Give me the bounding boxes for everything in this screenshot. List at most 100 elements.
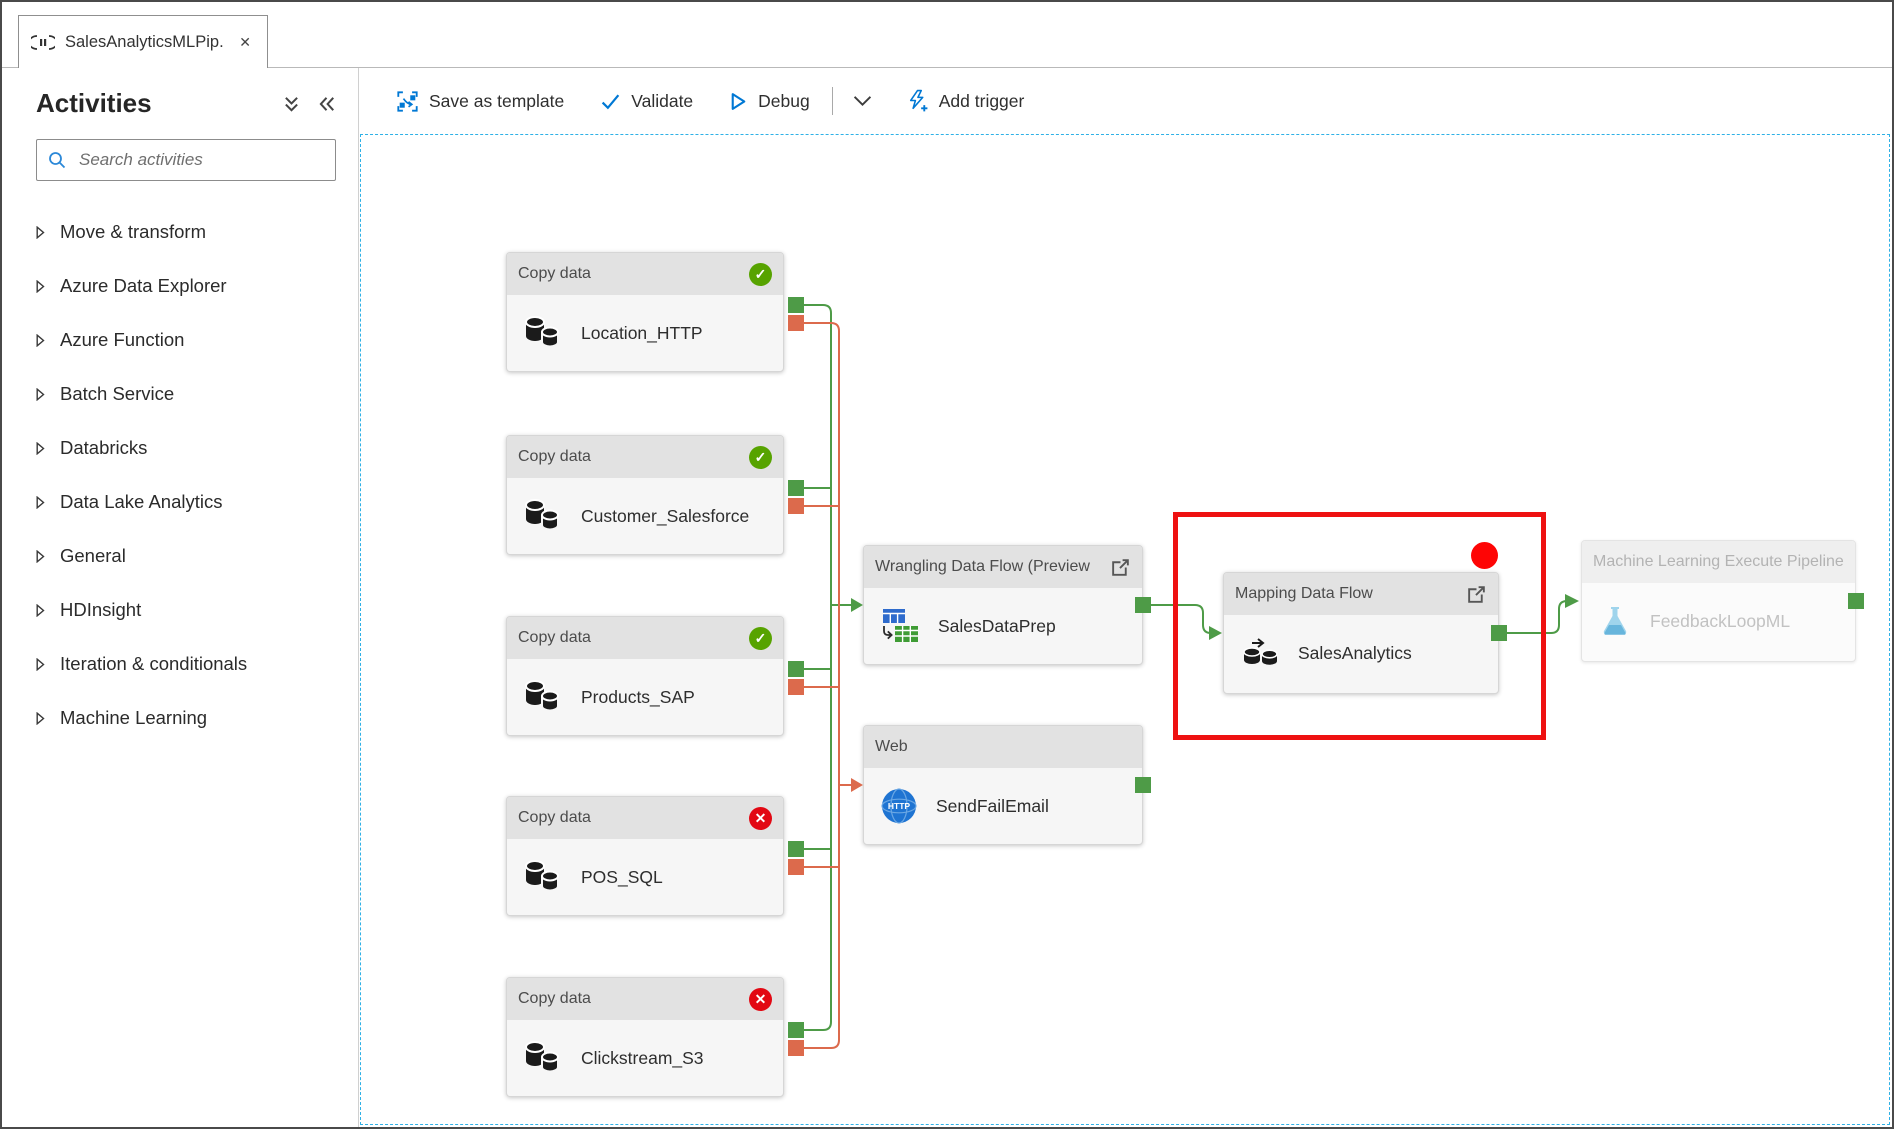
- expander-icon[interactable]: [36, 711, 45, 725]
- collapse-all-icon[interactable]: [282, 95, 301, 113]
- activity-node-feedbackloopml[interactable]: Machine Learning Execute Pipeline Feedba…: [1581, 540, 1856, 662]
- activity-node-salesanalytics[interactable]: Mapping Data Flow SalesAnalytics: [1223, 572, 1499, 694]
- copy-data-icon: [523, 498, 563, 534]
- validate-label: Validate: [631, 90, 694, 111]
- pipeline-canvas[interactable]: Copy data Location_HTTP Copy data Custom…: [360, 134, 1890, 1125]
- debug-button[interactable]: Debug: [729, 91, 810, 112]
- activity-node-customer-salesforce[interactable]: Copy data Customer_Salesforce: [506, 435, 784, 555]
- node-name-label: Products_SAP: [581, 686, 695, 707]
- activity-node-location-http[interactable]: Copy data Location_HTTP: [506, 252, 784, 372]
- node-name-label: SalesAnalytics: [1298, 642, 1412, 663]
- node-header: Copy data: [507, 436, 783, 478]
- node-name-label: FeedbackLoopML: [1650, 610, 1791, 631]
- pipeline-icon: [31, 34, 55, 51]
- sidebar-item-label: Azure Function: [60, 329, 185, 350]
- search-input[interactable]: [77, 149, 325, 171]
- expander-icon[interactable]: [36, 657, 45, 671]
- copy-data-icon: [523, 679, 563, 715]
- add-trigger-button[interactable]: Add trigger: [906, 89, 1025, 113]
- node-type-label: Copy data: [518, 629, 591, 646]
- sidebar-item-label: Data Lake Analytics: [60, 491, 223, 512]
- activity-node-clickstream-s3[interactable]: Copy data Clickstream_S3: [506, 977, 784, 1097]
- sidebar-item-databricks[interactable]: Databricks: [36, 421, 336, 475]
- activity-node-salesdataprep[interactable]: Wrangling Data Flow (Preview SalesDataPr…: [863, 545, 1143, 665]
- save-as-template-label: Save as template: [429, 90, 565, 111]
- copy-data-icon: [523, 859, 563, 895]
- copy-data-icon: [523, 315, 563, 351]
- sidebar-item-label: Move & transform: [60, 221, 206, 242]
- node-type-label: Copy data: [518, 265, 591, 282]
- web-http-icon: HTTP: [880, 787, 918, 825]
- node-name-label: SendFailEmail: [936, 795, 1049, 816]
- activity-node-sendfailemail[interactable]: Web HTTP SendFailEmail: [863, 725, 1143, 845]
- machine-learning-icon: [1598, 604, 1632, 638]
- node-header: Web: [864, 726, 1142, 768]
- node-header: Copy data: [507, 978, 783, 1020]
- search-box: [36, 139, 336, 181]
- sidebar-item-label: Databricks: [60, 437, 148, 458]
- debug-label: Debug: [758, 90, 810, 111]
- sidebar-item-general[interactable]: General: [36, 529, 336, 583]
- status-success-icon: [749, 626, 772, 650]
- wrangling-dataflow-icon: [880, 607, 920, 645]
- node-name-label: Clickstream_S3: [581, 1047, 704, 1068]
- collapse-panel-icon[interactable]: [317, 95, 336, 113]
- status-success-icon: [749, 445, 772, 469]
- open-in-new-icon[interactable]: [1466, 584, 1487, 605]
- sidebar-item-label: General: [60, 545, 126, 566]
- node-header: Mapping Data Flow: [1224, 573, 1498, 615]
- save-as-template-button[interactable]: Save as template: [396, 90, 564, 113]
- status-success-icon: [749, 262, 772, 286]
- sidebar-item-label: HDInsight: [60, 599, 142, 620]
- template-icon: [396, 90, 419, 113]
- activities-panel: Activities Move & transform Azure Data E…: [2, 68, 359, 1127]
- check-icon: [600, 92, 621, 111]
- sidebar-item-azure-data-explorer[interactable]: Azure Data Explorer: [36, 259, 336, 313]
- sidebar-item-label: Iteration & conditionals: [60, 653, 248, 674]
- node-name-label: SalesDataPrep: [938, 615, 1056, 636]
- add-trigger-label: Add trigger: [938, 90, 1025, 111]
- toolbar-divider: [831, 87, 833, 115]
- node-name-label: Customer_Salesforce: [581, 505, 750, 526]
- expander-icon[interactable]: [36, 333, 45, 347]
- node-name-label: Location_HTTP: [581, 322, 703, 343]
- search-icon: [47, 150, 67, 170]
- expander-icon[interactable]: [36, 549, 45, 563]
- node-header: Machine Learning Execute Pipeline: [1582, 541, 1855, 583]
- node-type-label: Web: [875, 738, 908, 755]
- expander-icon[interactable]: [36, 387, 45, 401]
- node-type-label: Mapping Data Flow: [1235, 585, 1373, 602]
- status-error-icon: [749, 987, 772, 1011]
- pipeline-tab[interactable]: SalesAnalyticsMLPip... ✕: [18, 15, 268, 68]
- sidebar-item-move-transform[interactable]: Move & transform: [36, 205, 336, 259]
- status-error-icon: [749, 806, 772, 830]
- activity-node-pos-sql[interactable]: Copy data POS_SQL: [506, 796, 784, 916]
- expander-icon[interactable]: [36, 279, 45, 293]
- sidebar-item-azure-function[interactable]: Azure Function: [36, 313, 336, 367]
- node-type-label: Copy data: [518, 809, 591, 826]
- activity-node-products-sap[interactable]: Copy data Products_SAP: [506, 616, 784, 736]
- node-type-label: Wrangling Data Flow (Preview: [875, 558, 1090, 575]
- sidebar-item-machine-learning[interactable]: Machine Learning: [36, 691, 336, 745]
- svg-text:HTTP: HTTP: [888, 801, 911, 811]
- chevron-down-icon[interactable]: [853, 95, 872, 107]
- sidebar-item-batch-service[interactable]: Batch Service: [36, 367, 336, 421]
- node-type-label: Copy data: [518, 990, 591, 1007]
- sidebar-item-iteration-conditionals[interactable]: Iteration & conditionals: [36, 637, 336, 691]
- close-icon[interactable]: ✕: [239, 33, 251, 50]
- node-name-label: POS_SQL: [581, 866, 663, 887]
- red-dot-marker: [1471, 542, 1498, 569]
- validate-button[interactable]: Validate: [600, 91, 693, 112]
- expander-icon[interactable]: [36, 603, 45, 617]
- sidebar-item-label: Batch Service: [60, 383, 175, 404]
- play-icon: [729, 91, 748, 112]
- expander-icon[interactable]: [36, 441, 45, 455]
- mapping-dataflow-icon: [1240, 637, 1280, 669]
- sidebar-item-hdinsight[interactable]: HDInsight: [36, 583, 336, 637]
- sidebar-item-data-lake-analytics[interactable]: Data Lake Analytics: [36, 475, 336, 529]
- open-in-new-icon[interactable]: [1110, 557, 1131, 578]
- expander-icon[interactable]: [36, 495, 45, 509]
- expander-icon[interactable]: [36, 225, 45, 239]
- copy-data-icon: [523, 1040, 563, 1076]
